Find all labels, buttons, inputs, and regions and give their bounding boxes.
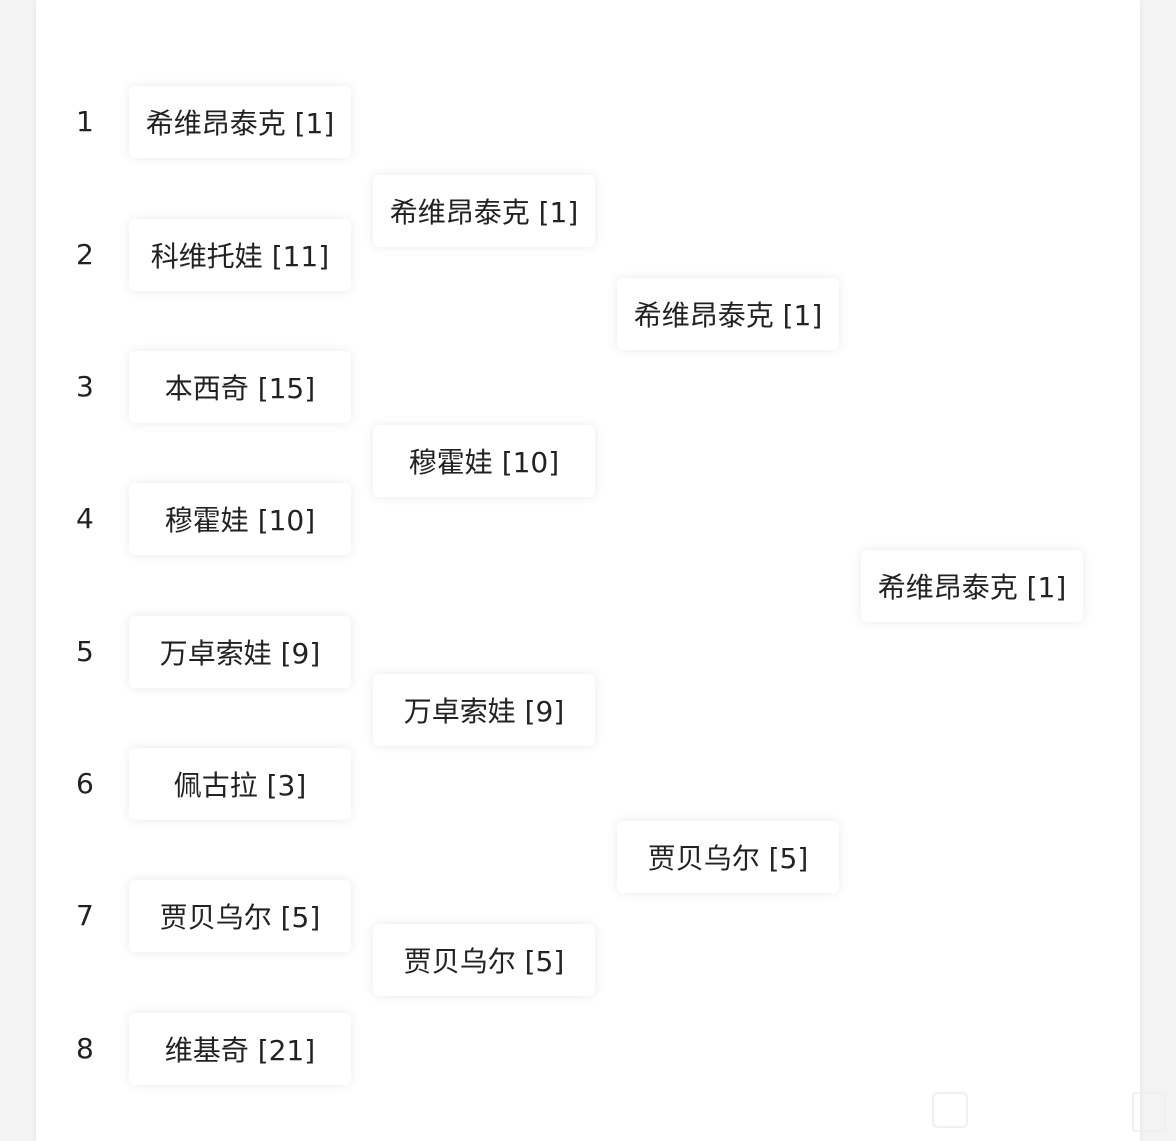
seed-number: 7 [76,899,94,932]
seed-number: 3 [76,370,94,403]
player-box-round2: 穆霍娃 [10] [373,425,595,497]
player-box-round2: 贾贝乌尔 [5] [373,924,595,996]
seed-number: 2 [76,238,94,271]
player-box-round1: 佩古拉 [3] [129,748,351,820]
seed-number: 8 [76,1032,94,1065]
player-box-round1: 贾贝乌尔 [5] [129,880,351,952]
watermark-icon [1132,1092,1166,1132]
player-box-round2: 希维昂泰克 [1] [373,175,595,247]
player-box-round3: 希维昂泰克 [1] [617,278,839,350]
seed-number: 1 [76,105,94,138]
seed-number: 4 [76,502,94,535]
seed-number: 5 [76,635,94,668]
player-box-round3: 贾贝乌尔 [5] [617,821,839,893]
player-box-round1: 穆霍娃 [10] [129,483,351,555]
player-box-round1: 本西奇 [15] [129,351,351,423]
player-box-round1: 万卓索娃 [9] [129,616,351,688]
player-box-round1: 科维托娃 [11] [129,219,351,291]
watermark-icon [932,1092,968,1128]
player-box-round2: 万卓索娃 [9] [373,674,595,746]
seed-number: 6 [76,767,94,800]
player-box-round1: 希维昂泰克 [1] [129,86,351,158]
player-box-round1: 维基奇 [21] [129,1013,351,1085]
player-box-final: 希维昂泰克 [1] [861,550,1083,622]
